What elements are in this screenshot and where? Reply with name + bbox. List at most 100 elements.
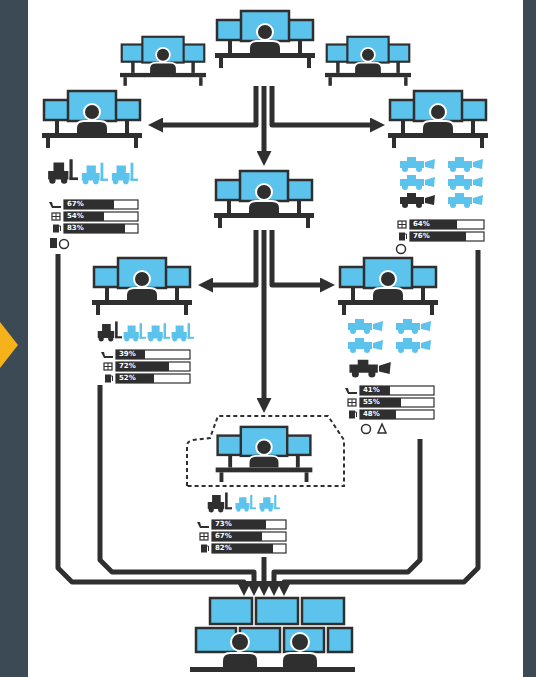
bar-track: [116, 350, 190, 359]
flow-arrow: [160, 86, 256, 125]
workstation-icon: [214, 171, 314, 228]
van-outline: [187, 416, 344, 486]
bar-fill: [64, 212, 104, 221]
bar-track: [360, 398, 434, 407]
percent-value: 55%: [363, 398, 380, 407]
bar-glyph: [52, 213, 60, 220]
bar-fill: [116, 374, 154, 383]
person-head: [231, 633, 249, 651]
monitor: [328, 628, 352, 652]
flow-arrow: [100, 385, 254, 584]
percent-value: 54%: [67, 212, 84, 221]
workstation-icon: [338, 258, 438, 315]
monitor: [302, 598, 344, 624]
bar-track: [212, 532, 286, 541]
bar-glyph: [200, 533, 208, 540]
flow-arrow: [284, 250, 478, 584]
bar-glyph: [345, 388, 357, 394]
bar-fill: [360, 410, 396, 419]
bar-track: [116, 362, 190, 371]
bar-track: [212, 544, 286, 553]
clock-icon: [60, 240, 69, 249]
bar-fill: [116, 362, 169, 371]
loader-icon: [348, 338, 383, 353]
desk: [190, 667, 355, 672]
loader-icon: [400, 157, 435, 172]
bar-track: [212, 520, 286, 529]
monitor: [210, 598, 252, 624]
loader-icon: [400, 193, 435, 208]
workstation-node: [190, 596, 355, 671]
loader-icon: [349, 360, 390, 378]
forklift-icon: [112, 163, 138, 184]
tool-icon: [378, 424, 386, 433]
flow-arrow: [210, 230, 256, 285]
bar-glyph: [105, 375, 113, 383]
loader-icon: [448, 157, 483, 172]
percent-value: 72%: [119, 362, 136, 371]
person-head: [291, 633, 309, 651]
workstation-icon: [325, 37, 411, 86]
workstation-icon: [388, 91, 488, 148]
percent-value: 73%: [215, 520, 232, 529]
bar-track: [64, 212, 138, 221]
forklift-icon: [259, 495, 280, 512]
bar-track: [410, 220, 484, 229]
bar-glyph: [197, 522, 209, 528]
forklift-icon: [48, 159, 78, 184]
bar-fill: [212, 544, 273, 553]
bar-track: [64, 200, 138, 209]
bar-track: [410, 232, 484, 241]
workstation-icon: [216, 427, 313, 482]
fuel-icon: [50, 238, 57, 248]
forklift-icon: [235, 495, 256, 512]
percent-value: 83%: [67, 224, 84, 233]
percent-value: 48%: [363, 410, 380, 419]
monitor: [196, 628, 236, 652]
flow-arrow: [262, 557, 267, 584]
flow-arrow: [272, 86, 373, 125]
flow-arrow: [262, 230, 267, 401]
workstation-node: 64%76%: [385, 86, 493, 250]
pointer-arrow: [0, 322, 18, 368]
flow-arrow: [272, 230, 323, 285]
forklift-icon: [172, 323, 194, 341]
clock-icon: [397, 245, 406, 254]
loader-icon: [348, 319, 383, 334]
forklift-icon: [208, 492, 232, 512]
workstation-node: 73%67%82%: [183, 413, 347, 557]
percent-value: 76%: [413, 232, 430, 241]
forklift-icon: [98, 321, 122, 341]
bar-glyph: [104, 363, 112, 370]
loader-icon: [448, 175, 483, 190]
workstation-node: [118, 6, 418, 86]
bar-fill: [64, 224, 125, 233]
bar-track: [360, 386, 434, 395]
workstation-node: 41% 55% 48%: [335, 253, 443, 439]
bar-fill: [360, 398, 401, 407]
workstation-icon: [120, 37, 206, 86]
flow-arrow: [274, 439, 420, 584]
bar-glyph: [348, 399, 356, 406]
flow-arrow: [262, 86, 267, 154]
workstation-node: [212, 166, 316, 230]
workstation-icon: [92, 258, 192, 315]
forklift-icon: [148, 323, 170, 341]
workstation-icon: [42, 91, 142, 148]
bar-glyph: [201, 545, 209, 553]
monitor: [284, 628, 324, 652]
forklift-icon: [124, 323, 146, 341]
percent-value: 82%: [215, 544, 232, 553]
flow-arrow: [58, 254, 244, 584]
loader-icon: [396, 338, 431, 353]
loader-icon: [400, 175, 435, 190]
loader-icon: [448, 193, 483, 208]
workstation-icon: [215, 11, 315, 68]
monitor: [256, 598, 298, 624]
bar-fill: [410, 232, 466, 241]
bar-glyph: [49, 202, 61, 208]
percent-value: 41%: [363, 386, 380, 395]
bar-fill: [212, 532, 262, 541]
